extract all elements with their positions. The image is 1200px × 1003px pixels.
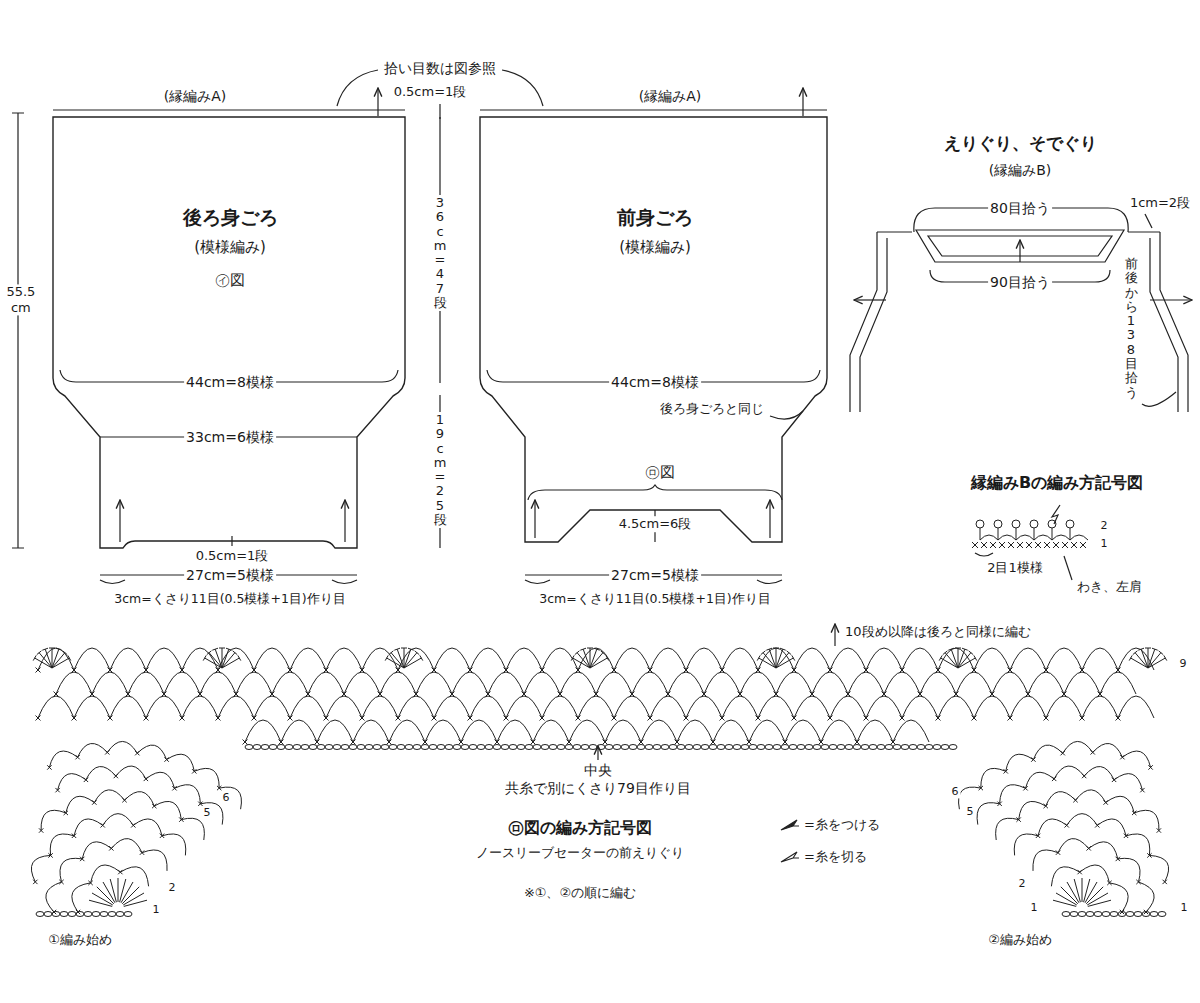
direction-arrow [534, 500, 535, 538]
row-number: 1 [1029, 901, 1040, 914]
dimension: 1cm=2段 [1128, 195, 1192, 211]
note: 拾い目数は図参照 [382, 60, 498, 77]
direction-arrow [769, 500, 770, 538]
neckline-outline [916, 230, 1124, 262]
note: 中央 [582, 762, 614, 779]
note: 共糸で別にくさり79目作り目 [503, 780, 693, 797]
direction-arrow [119, 500, 120, 542]
edge-band-line [53, 109, 405, 110]
dimension: 55.5 cm [2, 284, 40, 315]
direction-arrow [854, 299, 886, 300]
piece-title: 後ろ身ごろ [181, 206, 280, 229]
row-number: 5 [202, 806, 213, 819]
attach-yarn-symbol [1052, 505, 1060, 524]
single-crochet-mark [33, 542, 1167, 914]
start-note: ②編み始め [986, 932, 1054, 948]
dimension: 0.5cm=1段 [392, 84, 469, 100]
direction-arrow [377, 88, 378, 116]
chain-stitch [36, 745, 1166, 917]
direction-arrow [834, 624, 835, 646]
direction-arrow [1019, 240, 1020, 262]
piece-title: 前身ごろ [615, 206, 695, 229]
garment-outline [53, 110, 405, 550]
note: 後ろ身ごろと同じ [658, 401, 766, 417]
leader-line [502, 70, 543, 106]
leader-line [1064, 556, 1072, 580]
dimension: 33cm=6模様 [184, 429, 276, 446]
shell-fan [33, 648, 1167, 906]
dimension: 44cm=8模様 [184, 374, 276, 391]
garment-outline-path [480, 117, 827, 542]
legend-symbol [781, 820, 799, 830]
dimension: 0.5cm=1段 [194, 548, 271, 564]
dimension: 4.5cm=6段 [617, 516, 694, 532]
dimension: 44cm=8模様 [609, 374, 701, 391]
dimension: 27cm=5模様 [184, 567, 276, 584]
picot-loop [976, 520, 1088, 540]
row-number: 6 [221, 791, 232, 804]
legend-text: =糸をつける [802, 817, 882, 833]
garment-outline [480, 110, 827, 550]
note: ※①、②の順に編む [522, 885, 638, 901]
leader-line [1145, 214, 1152, 228]
dimension: 19cm=25段 [434, 412, 447, 528]
garment-piece: 後ろ身ごろ (模様編み) ㋑図 [53, 110, 405, 550]
dimension: 36cm=47段 [434, 195, 447, 311]
garment-outline-path [53, 117, 405, 548]
chain-arch [31, 648, 1168, 912]
part-name: (縁編みA) [637, 88, 704, 105]
section-heading: ㋺図の編み方記号図 [506, 818, 654, 837]
direction-arrow [1150, 299, 1192, 300]
legend-text: =糸を切る [802, 849, 869, 865]
garment-piece: 前身ごろ (模様編み) [480, 110, 827, 550]
pickup-count: 80目拾う [988, 200, 1052, 217]
section-heading: えりぐり、そでぐり [942, 133, 1099, 153]
row-number: 9 [1178, 657, 1189, 670]
stitch-chart [31, 520, 1168, 917]
armhole-outline [850, 232, 912, 412]
dimension-line [439, 104, 440, 119]
row-number: 1 [1099, 537, 1110, 550]
piece-note: ㋑図 [213, 271, 247, 289]
leader-line [337, 70, 378, 106]
subheading: ノースリーブセーターの前えりぐり [474, 845, 686, 861]
dimension: 3cm=くさり11目(0.5模様+1目)作り目 [112, 591, 347, 606]
row-number: 6 [950, 785, 961, 798]
direction-arrow [802, 88, 803, 116]
row-number: 2 [1017, 877, 1028, 890]
section-heading: 縁編みBの編み方記号図 [969, 473, 1145, 492]
start-note: ①編み始め [46, 932, 114, 948]
note: わき、左肩 [1075, 579, 1144, 595]
legend-symbol [781, 852, 799, 862]
edge-band-line [480, 109, 827, 110]
dimension: 27cm=5模様 [609, 567, 701, 584]
direction-arrow [344, 500, 345, 542]
legend-symbols [781, 820, 799, 862]
dimension-line [12, 113, 24, 548]
row-number: 1 [151, 903, 162, 916]
chart-reference: ㋺図 [643, 463, 677, 481]
piece-note: (模様編み) [192, 238, 268, 256]
pickup-count: 90目拾う [988, 274, 1052, 291]
repeat-bracket [975, 553, 993, 556]
pickup-count: 前後から138目拾う [1125, 256, 1138, 401]
dimension: 3cm=くさり11目(0.5模様+1目)作り目 [537, 591, 772, 606]
row-number: 1 [1179, 901, 1190, 914]
piece-note: (模様編み) [617, 238, 693, 256]
part-name: (縁編みB) [987, 162, 1054, 179]
note: 10段め以降は後ろと同様に編む [843, 624, 1033, 640]
leader-line [1142, 392, 1176, 406]
part-name: (縁編みA) [162, 88, 229, 105]
dimension-bracket [528, 485, 782, 500]
row-number: 2 [1099, 519, 1110, 532]
row-number: 2 [167, 881, 178, 894]
row-number: 5 [965, 805, 976, 818]
repeat-note: 2目1模様 [985, 560, 1045, 576]
